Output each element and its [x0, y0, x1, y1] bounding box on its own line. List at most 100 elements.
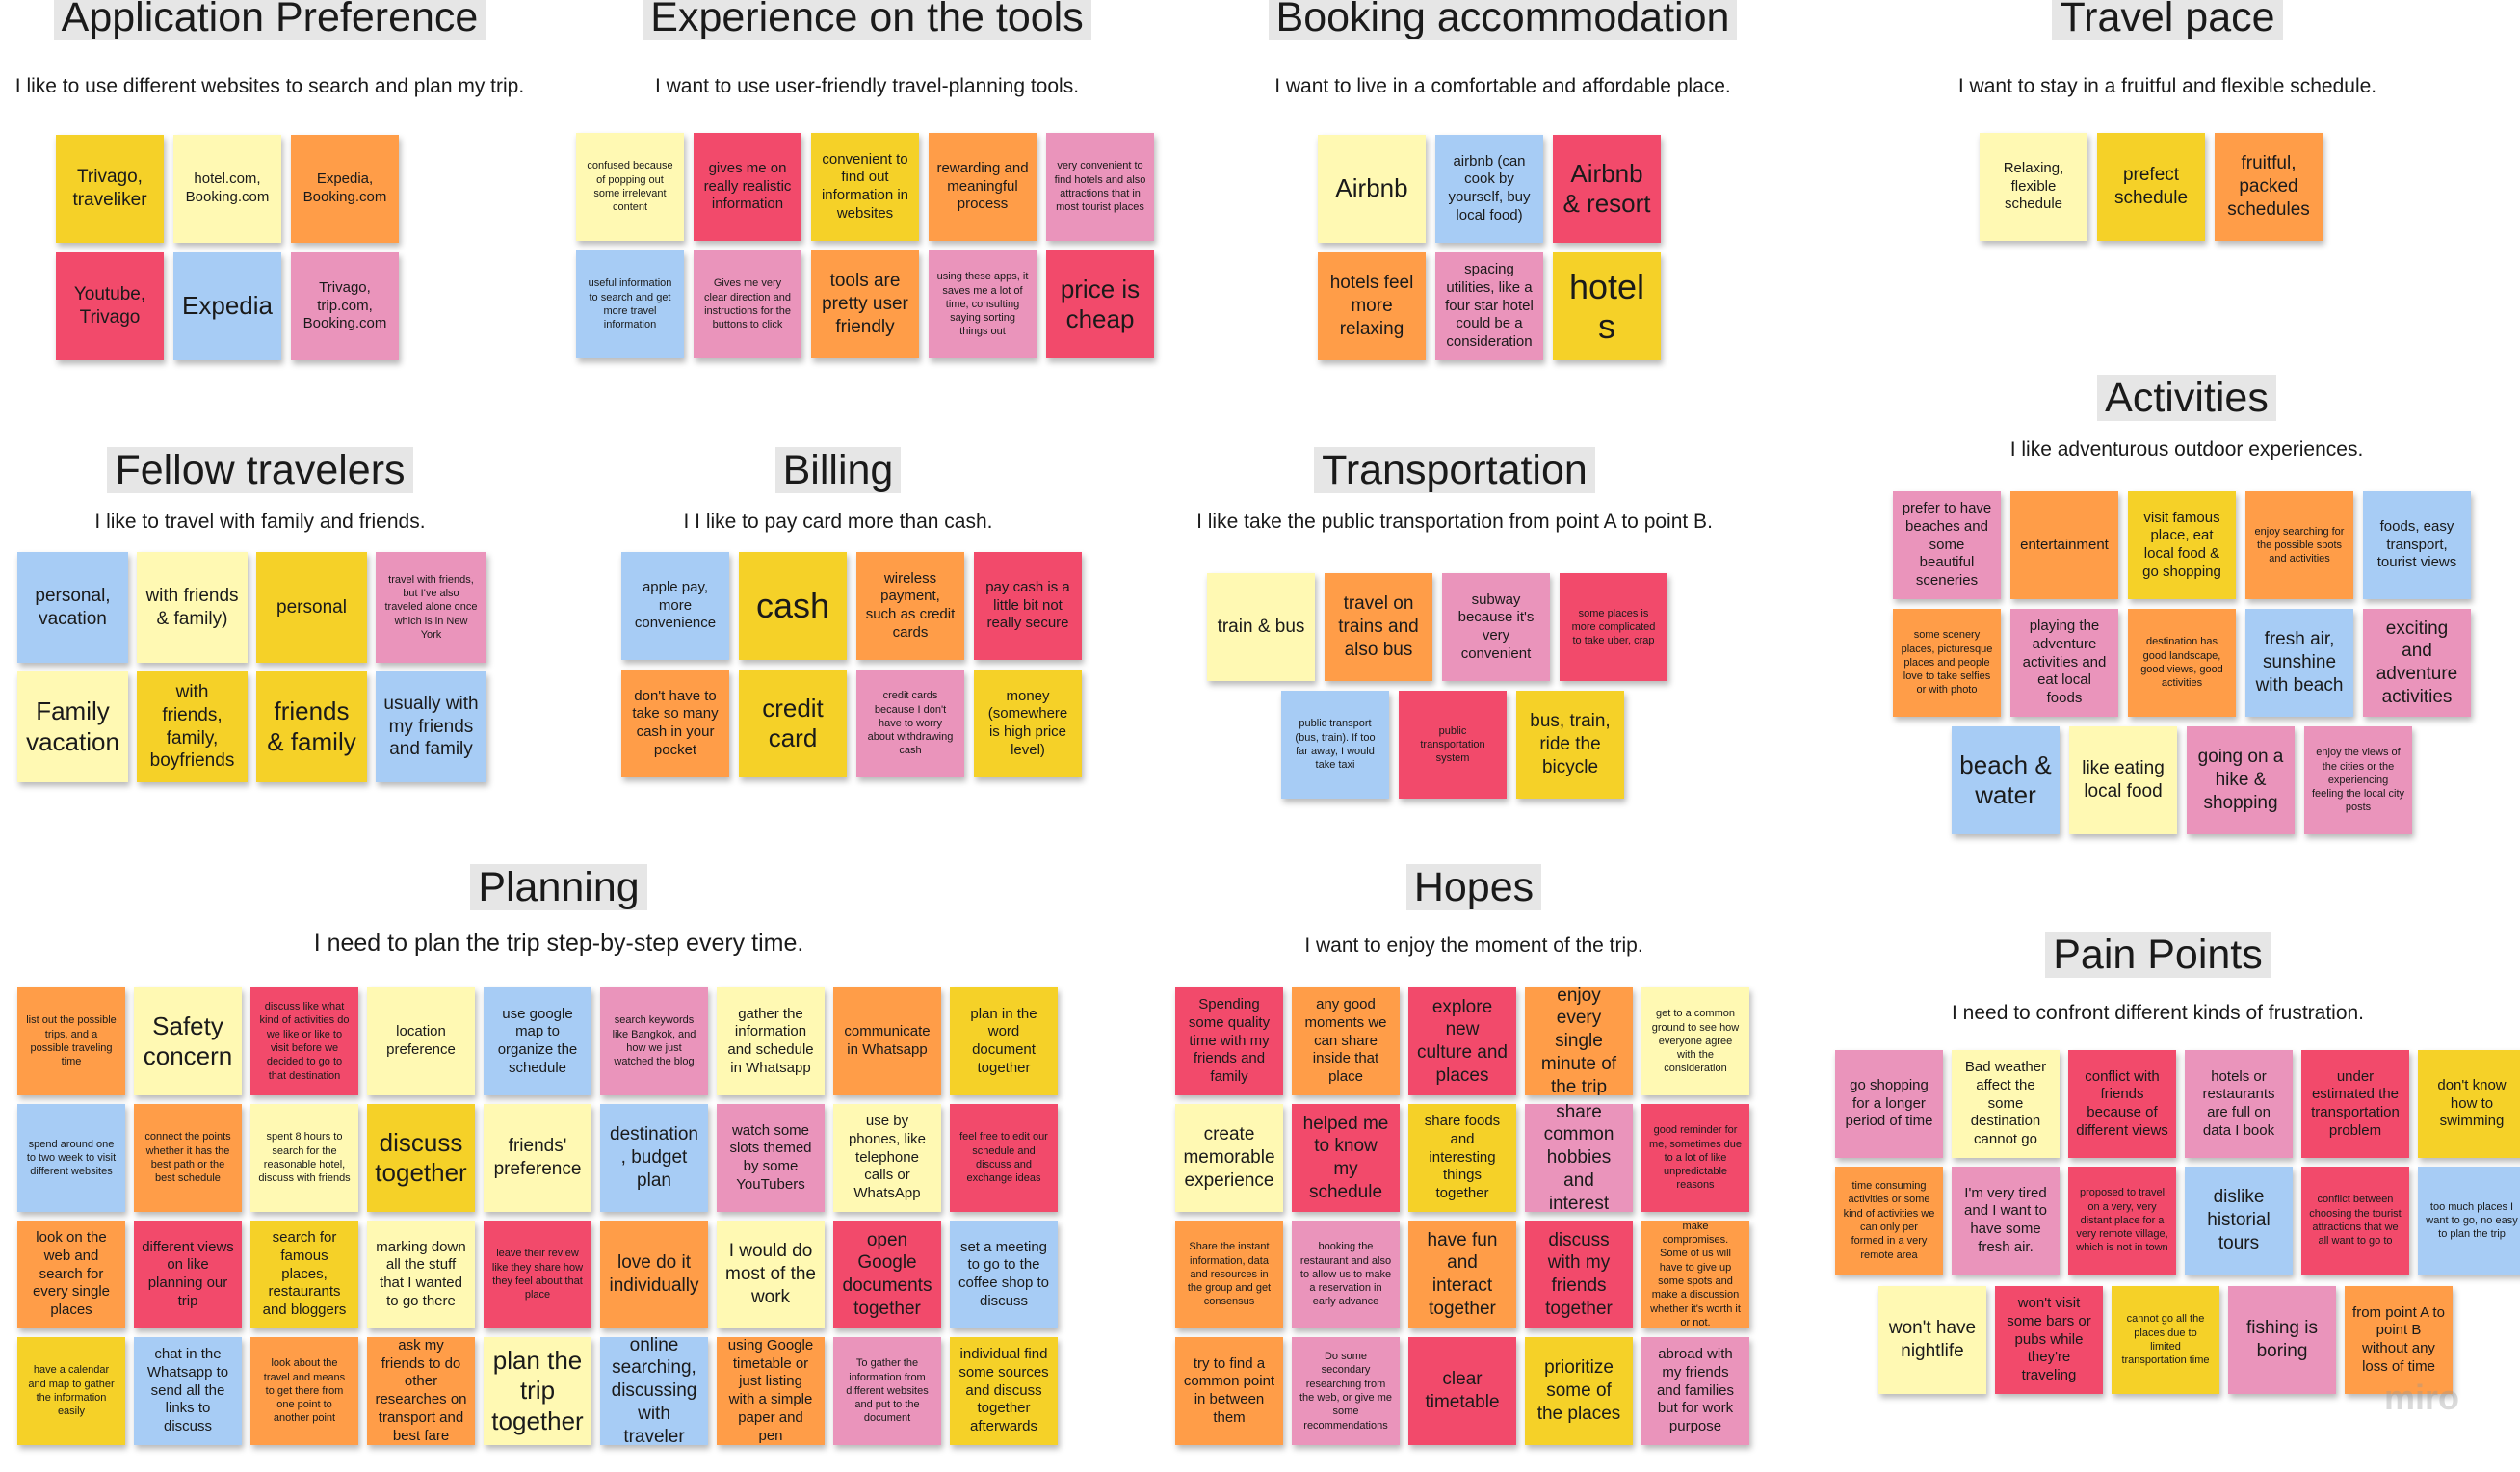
sticky-note[interactable]: subway because it's very convenient [1442, 573, 1550, 681]
sticky-note[interactable]: usually with my friends and family [376, 671, 486, 782]
sticky-note[interactable]: public transportation system [1399, 691, 1507, 799]
sticky-note[interactable]: foods, easy transport, tourist views [2363, 491, 2471, 599]
sticky-note[interactable]: Safety concern [134, 987, 242, 1095]
sticky-note[interactable]: Expedia [173, 252, 281, 360]
sticky-note[interactable]: proposed to travel on a very, very dista… [2068, 1167, 2176, 1275]
sticky-note[interactable]: Airbnb [1318, 135, 1426, 243]
sticky-note[interactable]: plan in the word document together [950, 987, 1058, 1095]
sticky-note[interactable]: with friends & family) [137, 552, 248, 663]
sticky-note[interactable]: visit famous place, eat local food & go … [2128, 491, 2236, 599]
sticky-note[interactable]: Trivago, traveliker [56, 135, 164, 243]
sticky-note[interactable]: useful information to search and get mor… [576, 250, 684, 358]
sticky-note[interactable]: open Google documents together [833, 1221, 941, 1328]
sticky-note[interactable]: apple pay, more convenience [621, 552, 729, 660]
sticky-note[interactable]: spent 8 hours to search for the reasonab… [250, 1104, 358, 1212]
sticky-note[interactable]: any good moments we can share inside tha… [1292, 987, 1400, 1095]
sticky-note[interactable]: abroad with my friends and families but … [1641, 1337, 1749, 1445]
sticky-note[interactable]: won't visit some bars or pubs while they… [1995, 1286, 2103, 1394]
sticky-note[interactable]: good reminder for me, sometimes due to a… [1641, 1104, 1749, 1212]
sticky-note[interactable]: share foods and interesting things toget… [1408, 1104, 1516, 1212]
sticky-note[interactable]: destination, budget plan [600, 1104, 708, 1212]
sticky-note[interactable]: Trivago, trip.com, Booking.com [291, 252, 399, 360]
sticky-note[interactable]: airbnb (can cook by yourself, buy local … [1435, 135, 1543, 243]
sticky-note[interactable]: Family vacation [17, 671, 128, 782]
sticky-note[interactable]: cash [739, 552, 847, 660]
sticky-note[interactable]: with friends, family, boyfriends [137, 671, 248, 782]
sticky-note[interactable]: Airbnb & resort [1553, 135, 1661, 243]
sticky-note[interactable]: have a calendar and map to gather the in… [17, 1337, 125, 1445]
sticky-note[interactable]: prefect schedule [2097, 133, 2205, 241]
sticky-note[interactable]: try to find a common point in between th… [1175, 1337, 1283, 1445]
sticky-note[interactable]: marking down all the stuff that I wanted… [367, 1221, 475, 1328]
sticky-note[interactable]: I would do most of the work [717, 1221, 825, 1328]
sticky-note[interactable]: beach & water [1952, 726, 2060, 834]
sticky-note[interactable]: enjoy searching for the possible spots a… [2245, 491, 2353, 599]
sticky-note[interactable]: Spending some quality time with my frien… [1175, 987, 1283, 1095]
sticky-note[interactable]: create memorable experience [1175, 1104, 1283, 1212]
sticky-note[interactable]: going on a hike & shopping [2187, 726, 2295, 834]
sticky-note[interactable]: destination has good landscape, good vie… [2128, 609, 2236, 717]
sticky-note[interactable]: share common hobbies and interest [1525, 1104, 1633, 1212]
sticky-note[interactable]: friends & family [256, 671, 367, 782]
sticky-note[interactable]: online searching, discussing with travel… [600, 1337, 708, 1445]
sticky-note[interactable]: use google map to organize the schedule [484, 987, 591, 1095]
sticky-note[interactable]: search keywords like Bangkok, and how we… [600, 987, 708, 1095]
sticky-note[interactable]: credit cards because I don't have to wor… [856, 670, 964, 777]
sticky-note[interactable]: set a meeting to go to the coffee shop t… [950, 1221, 1058, 1328]
sticky-note[interactable]: Share the instant information, data and … [1175, 1221, 1283, 1328]
sticky-note[interactable]: dislike historial tours [2185, 1167, 2293, 1275]
sticky-note[interactable]: hotels or restaurants are full on data I… [2185, 1050, 2293, 1158]
sticky-note[interactable]: prefer to have beaches and some beautifu… [1893, 491, 2001, 599]
sticky-note[interactable]: make compromises. Some of us will have t… [1641, 1221, 1749, 1328]
sticky-note[interactable]: bus, train, ride the bicycle [1516, 691, 1624, 799]
sticky-note[interactable]: conflict between choosing the tourist at… [2301, 1167, 2409, 1275]
sticky-note[interactable]: rewarding and meaningful process [929, 133, 1037, 241]
sticky-note[interactable]: hotel.com, Booking.com [173, 135, 281, 243]
sticky-note[interactable]: plan the trip together [484, 1337, 591, 1445]
sticky-note[interactable]: love do it individually [600, 1221, 708, 1328]
sticky-note[interactable]: spend around one to two week to visit di… [17, 1104, 125, 1212]
sticky-note[interactable]: credit card [739, 670, 847, 777]
sticky-note[interactable]: don't know how to swimming [2418, 1050, 2520, 1158]
sticky-note[interactable]: using Google timetable or just listing w… [717, 1337, 825, 1445]
sticky-note[interactable]: location preference [367, 987, 475, 1095]
sticky-note[interactable]: friends' preference [484, 1104, 591, 1212]
sticky-note[interactable]: enjoy every single minute of the trip [1525, 987, 1633, 1095]
sticky-note[interactable]: public transport (bus, train). If too fa… [1281, 691, 1389, 799]
sticky-note[interactable]: chat in the Whatsapp to send all the lin… [134, 1337, 242, 1445]
sticky-note[interactable]: look about the travel and means to get t… [250, 1337, 358, 1445]
sticky-note[interactable]: discuss together [367, 1104, 475, 1212]
sticky-note[interactable]: gives me on really realistic information [694, 133, 801, 241]
sticky-note[interactable]: travel on trains and also bus [1325, 573, 1432, 681]
sticky-note[interactable]: Do some secondary researching from the w… [1292, 1337, 1400, 1445]
sticky-note[interactable]: convenient to find out information in we… [811, 133, 919, 241]
sticky-note[interactable]: Gives me very clear direction and instru… [694, 250, 801, 358]
sticky-note[interactable]: ask my friends to do other researches on… [367, 1337, 475, 1445]
sticky-note[interactable]: individual find some sources and discuss… [950, 1337, 1058, 1445]
sticky-note[interactable]: leave their review like they share how t… [484, 1221, 591, 1328]
sticky-note[interactable]: won't have nightlife [1878, 1286, 1986, 1394]
sticky-note[interactable]: Relaxing, flexible schedule [1980, 133, 2087, 241]
sticky-note[interactable]: some scenery places, picturesque places … [1893, 609, 2001, 717]
sticky-note[interactable]: hotels [1553, 252, 1661, 360]
sticky-note[interactable]: clear timetable [1408, 1337, 1516, 1445]
sticky-note[interactable]: don't have to take so many cash in your … [621, 670, 729, 777]
sticky-note[interactable]: feel free to edit our schedule and discu… [950, 1104, 1058, 1212]
sticky-note[interactable]: connect the points whether it has the be… [134, 1104, 242, 1212]
sticky-note[interactable]: booking the restaurant and also to allow… [1292, 1221, 1400, 1328]
sticky-note[interactable]: very convenient to find hotels and also … [1046, 133, 1154, 241]
sticky-note[interactable]: conflict with friends because of differe… [2068, 1050, 2176, 1158]
sticky-note[interactable]: cannot go all the places due to limited … [2112, 1286, 2219, 1394]
sticky-note[interactable]: get to a common ground to see how everyo… [1641, 987, 1749, 1095]
sticky-note[interactable]: hotels feel more relaxing [1318, 252, 1426, 360]
sticky-note[interactable]: look on the web and search for every sin… [17, 1221, 125, 1328]
sticky-note[interactable]: use by phones, like telephone calls or W… [833, 1104, 941, 1212]
sticky-note[interactable]: fresh air, sunshine with beach [2245, 609, 2353, 717]
sticky-note[interactable]: discuss like what kind of activities do … [250, 987, 358, 1095]
sticky-note[interactable]: using these apps, it saves me a lot of t… [929, 250, 1037, 358]
sticky-note[interactable]: communicate in Whatsapp [833, 987, 941, 1095]
sticky-note[interactable]: watch some slots themed by some YouTuber… [717, 1104, 825, 1212]
sticky-note[interactable]: I'm very tired and I want to have some f… [1952, 1167, 2060, 1275]
sticky-note[interactable]: confused because of popping out some irr… [576, 133, 684, 241]
sticky-note[interactable]: spacing utilities, like a four star hote… [1435, 252, 1543, 360]
